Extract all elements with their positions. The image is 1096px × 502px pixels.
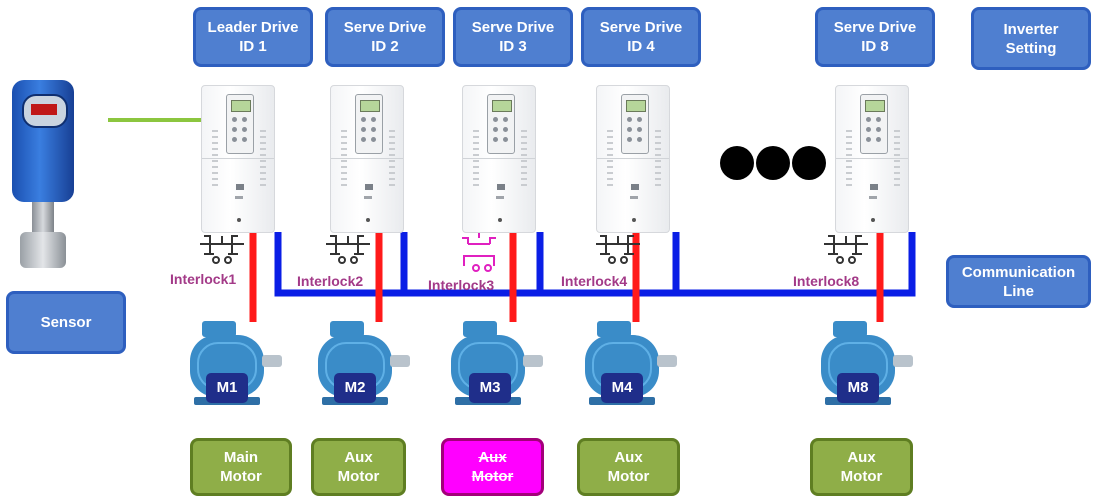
drive-title: Serve Drive [343, 19, 427, 36]
motor-role-line1: Main [223, 449, 259, 466]
drive-title: Serve Drive [599, 19, 683, 36]
motor-role-line1: Aux [478, 449, 507, 466]
drive-title: Serve Drive [471, 19, 555, 36]
inverter-setting-line2: Setting [1005, 39, 1057, 57]
drive-title: Leader Drive [207, 19, 299, 36]
communication-line [274, 232, 916, 297]
sensor-label: Sensor [6, 291, 126, 354]
motor-label-8: M8 [837, 373, 879, 403]
motor-1: M1 [184, 317, 284, 409]
serve-drive-2-label: Serve Drive ID 2 [325, 7, 445, 67]
leader-drive-label: Leader Drive ID 1 [193, 7, 313, 67]
interlock-label-8: Interlock8 [793, 273, 860, 289]
drive-id: ID 1 [239, 38, 267, 55]
interlock-label-4: Interlock4 [561, 273, 628, 289]
interlock-switch-2 [326, 235, 370, 264]
motor-3: M3 [445, 317, 545, 409]
motor-role-1: Main Motor [190, 438, 292, 496]
motor-role-3: Aux Motor [441, 438, 544, 496]
serve-drive-8-label: Serve Drive ID 8 [815, 7, 935, 67]
motor-label-1: M1 [206, 373, 248, 403]
motor-role-line2: Motor [337, 468, 380, 485]
communication-line-text1: Communication [961, 263, 1076, 281]
interlock-label-3: Interlock3 [428, 277, 495, 293]
interlock-switch-4 [596, 235, 640, 264]
communication-line-label: Communication Line [946, 255, 1091, 308]
motor-4: M4 [579, 317, 679, 409]
sensor-pipe [20, 232, 66, 268]
ellipsis-dot-1 [720, 146, 754, 180]
sensor-device-image [6, 76, 110, 276]
sensor-display [22, 94, 68, 128]
interlock-label-2: Interlock2 [297, 273, 364, 289]
inverter-setting-line1: Inverter [1003, 20, 1059, 38]
motor-role-line1: Aux [614, 449, 643, 466]
motor-role-2: Aux Motor [311, 438, 406, 496]
drive-id: ID 3 [499, 38, 527, 55]
inverter-drive-3 [462, 85, 536, 233]
inverter-setting-label: Inverter Setting [971, 7, 1091, 70]
inverter-drive-8 [835, 85, 909, 233]
communication-line-text2: Line [1003, 282, 1034, 300]
motor-role-line2: Motor [607, 468, 650, 485]
motor-label-3: M3 [469, 373, 511, 403]
ellipsis-dot-3 [792, 146, 826, 180]
power-lines [249, 230, 884, 322]
motor-role-4: Aux Motor [577, 438, 680, 496]
serve-drive-4-label: Serve Drive ID 4 [581, 7, 701, 67]
sensor-fitting [32, 202, 54, 232]
drive-id: ID 4 [627, 38, 655, 55]
motor-role-line2: Motor [471, 468, 514, 485]
interlock-switch-3 [462, 232, 496, 272]
interlock-switch-1 [200, 235, 244, 264]
motor-8: M8 [815, 317, 915, 409]
interlock-label-1: Interlock1 [170, 271, 237, 287]
ellipsis-dot-2 [756, 146, 790, 180]
motor-role-line1: Aux [344, 449, 373, 466]
sensor-text: Sensor [40, 314, 92, 331]
inverter-drive-1 [201, 85, 275, 233]
motor-role-8: Aux Motor [810, 438, 913, 496]
motor-role-line2: Motor [840, 468, 883, 485]
drive-id: ID 8 [861, 38, 889, 55]
inverter-drive-4 [596, 85, 670, 233]
motor-2: M2 [312, 317, 412, 409]
drive-id: ID 2 [371, 38, 399, 55]
inverter-drive-2 [330, 85, 404, 233]
motor-role-line1: Aux [847, 449, 876, 466]
motor-label-4: M4 [601, 373, 643, 403]
interlock-switch-8 [824, 235, 868, 264]
serve-drive-3-label: Serve Drive ID 3 [453, 7, 573, 67]
motor-role-line2: Motor [220, 468, 262, 485]
motor-label-2: M2 [334, 373, 376, 403]
drive-title: Serve Drive [833, 19, 917, 36]
